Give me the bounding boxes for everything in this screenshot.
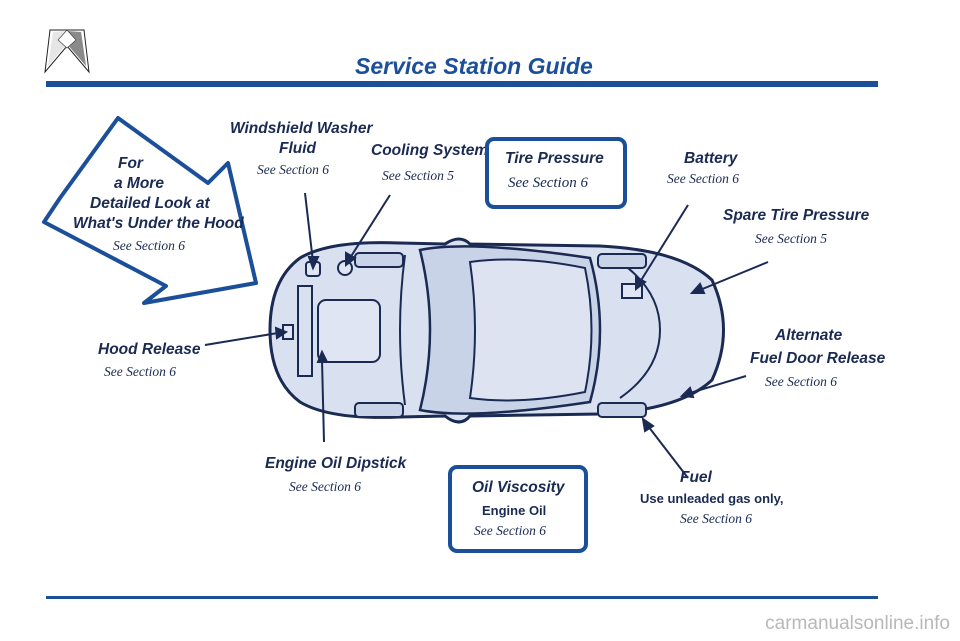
- oil-title: Oil Viscosity: [472, 479, 565, 496]
- cooling-title: Cooling System: [371, 142, 489, 159]
- washer-sub: See Section 6: [257, 162, 329, 177]
- battery-title: Battery: [684, 150, 738, 167]
- callout-arrow-shape: [42, 116, 258, 305]
- spare-title: Spare Tire Pressure: [723, 207, 870, 224]
- oil-sub: See Section 6: [474, 523, 546, 538]
- title-rule: [46, 81, 878, 87]
- oil-line2: Engine Oil: [482, 503, 547, 518]
- footer-rule: [46, 596, 878, 599]
- fuel-sub: See Section 6: [680, 511, 752, 526]
- fuel-line2: Use unleaded gas only,: [640, 491, 784, 506]
- washer-title-line2: Fluid: [279, 140, 317, 157]
- altfuel-title-line2: Fuel Door Release: [750, 350, 886, 367]
- battery-sub: See Section 6: [667, 171, 739, 186]
- dipstick-sub: See Section 6: [289, 479, 361, 494]
- hood-sub: See Section 6: [104, 364, 176, 379]
- pontiac-logo: [44, 29, 90, 74]
- tire-sub: See Section 6: [508, 175, 588, 191]
- callout-line1: For: [118, 155, 143, 172]
- dipstick-title: Engine Oil Dipstick: [265, 455, 407, 472]
- fuel-title: Fuel: [680, 469, 712, 486]
- altfuel-sub: See Section 6: [765, 374, 837, 389]
- callout-line2: a More: [114, 175, 164, 192]
- tire-pressure-box: [485, 137, 627, 209]
- watermark-text: carmanualsonline.info: [765, 613, 950, 634]
- cooling-sub: See Section 5: [382, 168, 454, 183]
- page-title: Service Station Guide: [355, 53, 593, 79]
- callout-sub: See Section 6: [113, 238, 185, 253]
- spare-sub: See Section 5: [755, 231, 827, 246]
- altfuel-title-line1: Alternate: [775, 327, 843, 344]
- tire-title: Tire Pressure: [505, 150, 604, 167]
- hood-title: Hood Release: [98, 341, 201, 358]
- callout-line3: Detailed Look at: [90, 195, 210, 212]
- callout-line4: What's Under the Hood: [73, 215, 244, 232]
- washer-title-line1: Windshield Washer: [230, 120, 373, 137]
- oil-viscosity-box: [448, 465, 588, 553]
